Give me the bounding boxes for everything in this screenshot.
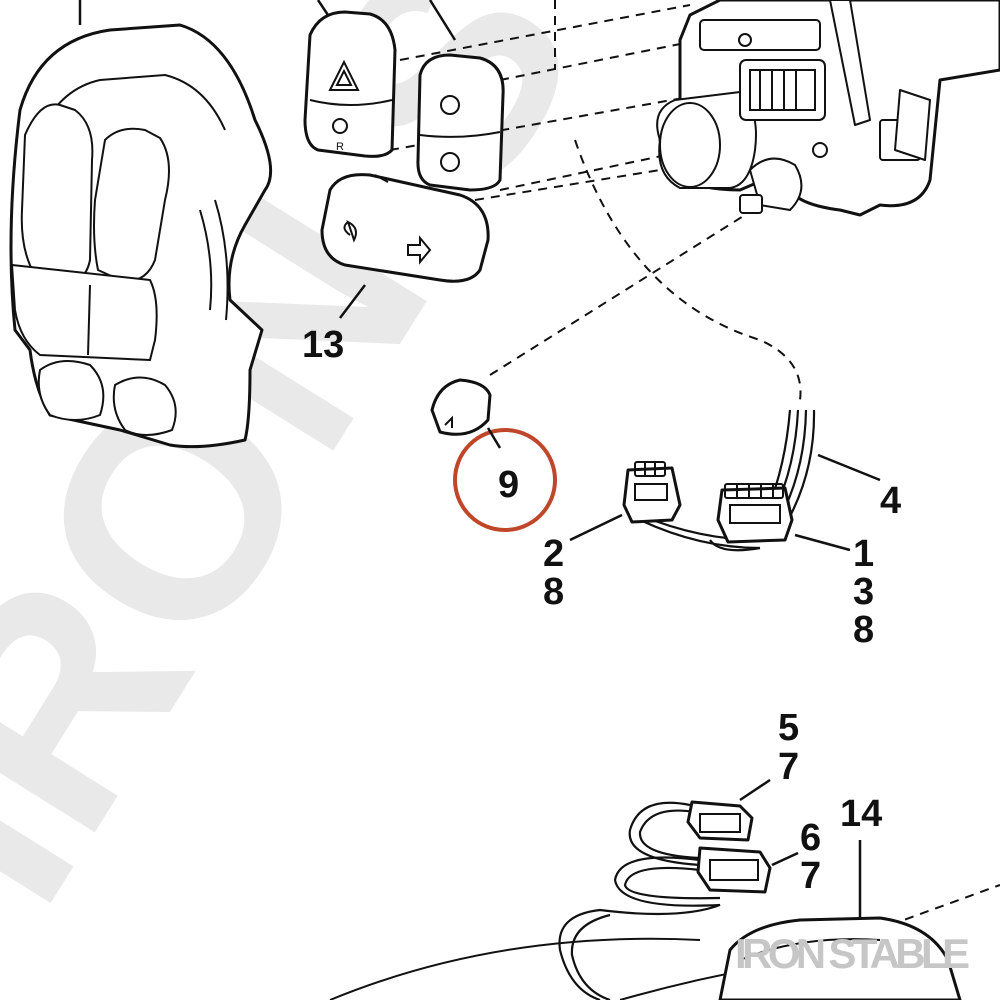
cruise-icon — [440, 95, 460, 115]
callout-13: 13 — [302, 324, 344, 366]
dashed-line — [489, 214, 746, 376]
cruise-button-body — [416, 53, 505, 192]
callout-7-lower: 7 — [800, 855, 821, 897]
dashed-line — [889, 884, 1000, 926]
switch-housing — [9, 0, 273, 449]
resume-icon — [440, 152, 460, 172]
connector-upper — [686, 800, 754, 842]
connector-small — [622, 466, 682, 524]
callout-4: 4 — [880, 480, 901, 522]
turn-right-icon — [407, 235, 432, 265]
turn-signal-rocker-body — [320, 173, 490, 283]
callout-1: 1 — [853, 533, 874, 575]
hazard-button: R — [303, 0, 397, 158]
dashed-line — [499, 149, 691, 191]
highlight-circle — [453, 428, 557, 532]
callout-9: 9 — [498, 464, 519, 506]
switch-cap-body — [430, 378, 492, 436]
brand-mark: IRON STABLE — [735, 930, 970, 977]
callout-8-right: 8 — [853, 609, 874, 651]
arc-line — [329, 937, 701, 1000]
switch-module-block — [739, 59, 826, 121]
housing-port-right — [112, 376, 177, 436]
callout-6: 6 — [800, 817, 821, 859]
housing-port-left — [37, 360, 105, 421]
housing-lower-frame — [11, 264, 158, 361]
hazard-button-sub-label: R — [336, 141, 344, 153]
housing-opening-right — [93, 127, 170, 282]
hazard-triangle-icon — [328, 59, 360, 91]
dashed-line — [499, 39, 701, 81]
harness-upper: 4 2 8 1 3 8 — [543, 409, 901, 651]
turn-left-icon — [343, 220, 357, 243]
switch-module — [656, 0, 1000, 217]
handlebar-switch-base — [718, 916, 962, 1000]
reverse-icon — [332, 118, 348, 134]
switch-cap: 9 — [430, 378, 557, 532]
callout-7-upper: 7 — [778, 746, 799, 788]
callout-14: 14 — [840, 793, 882, 835]
callout-3: 3 — [853, 571, 874, 613]
dashed-line — [399, 4, 691, 61]
harness-lower: 5 7 6 7 14 — [558, 707, 962, 1000]
callout-5: 5 — [778, 707, 799, 749]
callout-8-left: 8 — [543, 571, 564, 613]
connector-large — [716, 486, 794, 544]
connector-lower — [696, 846, 772, 894]
housing-opening-left — [20, 103, 94, 286]
cruise-button — [416, 0, 505, 192]
turn-signal-rocker: 13 — [302, 173, 490, 366]
switch-module-cylinder — [656, 91, 757, 189]
callout-2: 2 — [543, 533, 564, 575]
